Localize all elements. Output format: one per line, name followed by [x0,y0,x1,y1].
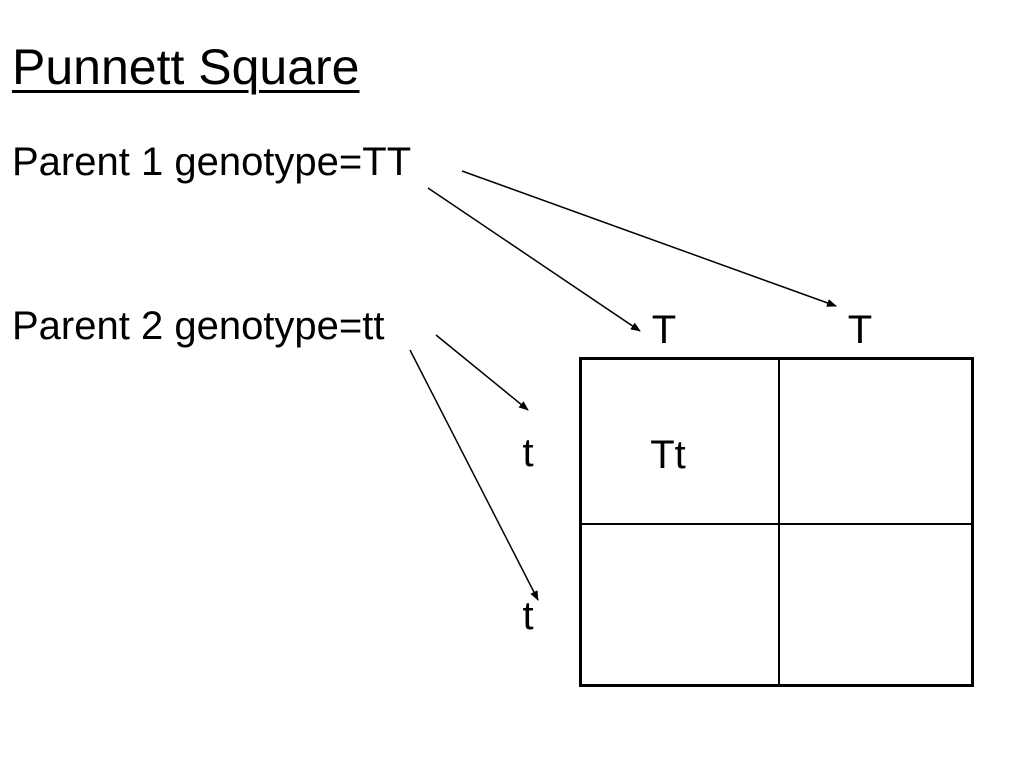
parent-2-genotype: Parent 2 genotype=tt [12,304,385,348]
row-allele-2: t [522,594,534,638]
grid-cell-1-1: Tt [650,433,686,477]
arrow-parent1-to-col2 [461,170,837,307]
grid-cell-2-2 [778,596,974,759]
row-allele-1: t [522,431,534,475]
page-title: Punnett Square [12,39,360,95]
grid-cell-2-1 [570,596,766,759]
punnett-grid: Tt [579,357,974,687]
grid-divider-vertical [778,360,780,684]
parent-1-genotype: Parent 1 genotype=TT [12,140,412,184]
column-allele-1: T [651,308,677,352]
grid-divider-horizontal [582,523,971,525]
arrow-parent1-to-col1 [427,187,641,332]
grid-cell-1-2 [778,432,974,595]
arrow-parent2-to-row1 [435,334,529,411]
column-allele-2: T [847,308,873,352]
